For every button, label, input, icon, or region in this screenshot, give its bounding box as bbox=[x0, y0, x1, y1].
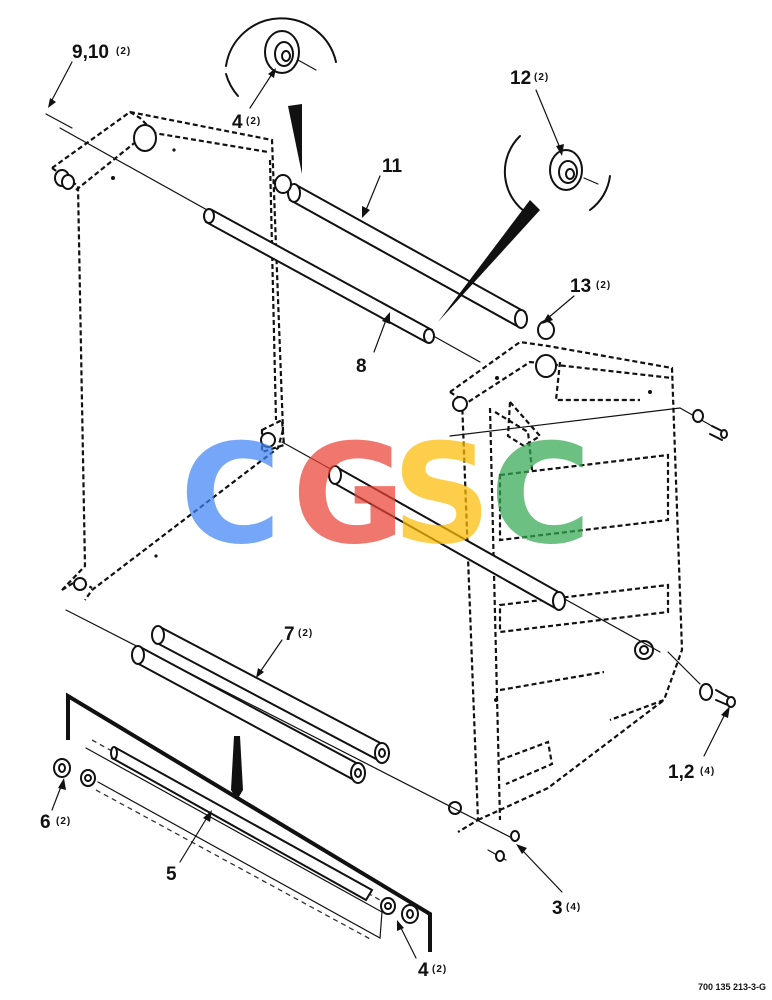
callout-9-10-number: 9,10 bbox=[72, 42, 109, 63]
callout-13-qty: (2) bbox=[596, 280, 611, 291]
bearing-detail-top bbox=[225, 17, 337, 174]
callout-5: 5 bbox=[166, 864, 177, 885]
callout-7: 7 (2) bbox=[284, 624, 313, 645]
callout-11-number: 11 bbox=[382, 156, 403, 177]
callout-9-10: 9,10 (2) bbox=[72, 42, 131, 63]
part-code-label: 700 135 213-3-G bbox=[698, 982, 766, 992]
callout-5-number: 5 bbox=[166, 864, 177, 885]
callout-1-2-qty: (4) bbox=[700, 766, 715, 777]
callout-11: 11 bbox=[382, 156, 403, 177]
right-frame-panel bbox=[448, 340, 684, 833]
callout-7-number: 7 bbox=[284, 624, 295, 645]
bearing-detail-right bbox=[438, 135, 611, 322]
callout-8: 8 bbox=[356, 356, 367, 377]
callout-12-number: 12 bbox=[510, 68, 531, 89]
lower-rollers bbox=[65, 407, 728, 862]
watermark-letter-c2: C bbox=[490, 414, 591, 575]
callout-6-qty: (2) bbox=[56, 816, 71, 827]
callout-labels: 9,10 (2) 4 (2) 11 12 (2) 13 (2) 8 7 (2) … bbox=[40, 42, 715, 981]
callout-3-qty: (4) bbox=[566, 902, 581, 913]
callout-7-qty: (2) bbox=[298, 628, 313, 639]
middle-roller bbox=[281, 441, 736, 708]
callout-3: 3 (4) bbox=[552, 898, 581, 919]
callout-9-10-qty: (2) bbox=[116, 46, 131, 57]
left-frame-panel bbox=[51, 110, 286, 601]
watermark-letter-g: G bbox=[292, 414, 405, 575]
callout-12-qty: (2) bbox=[534, 72, 549, 83]
callout-1-2-number: 1,2 bbox=[668, 762, 694, 783]
callout-1-2: 1,2 (4) bbox=[668, 762, 715, 783]
callout-4-top: 4 (2) bbox=[232, 112, 261, 133]
callout-4-bottom-qty: (2) bbox=[432, 964, 447, 975]
callout-8-number: 8 bbox=[356, 356, 367, 377]
leader-lines bbox=[48, 61, 730, 959]
upper-shaft-and-rollers bbox=[45, 113, 555, 363]
callout-13: 13 (2) bbox=[570, 276, 611, 297]
callout-6-number: 6 bbox=[40, 812, 51, 833]
callout-6: 6 (2) bbox=[40, 812, 71, 833]
callout-4-bottom: 4 (2) bbox=[418, 960, 447, 981]
callout-13-number: 13 bbox=[570, 276, 591, 297]
callout-4-bottom-number: 4 bbox=[418, 960, 429, 981]
callout-3-number: 3 bbox=[552, 898, 563, 919]
callout-12: 12 (2) bbox=[510, 68, 549, 89]
bottom-inset bbox=[53, 692, 432, 952]
callout-4-top-qty: (2) bbox=[246, 116, 261, 127]
callout-4-top-number: 4 bbox=[232, 112, 243, 133]
watermark-letter-s: S bbox=[392, 414, 491, 575]
watermark-letter-c1: C bbox=[180, 414, 281, 575]
cgsc-watermark: C G S C bbox=[180, 414, 591, 575]
